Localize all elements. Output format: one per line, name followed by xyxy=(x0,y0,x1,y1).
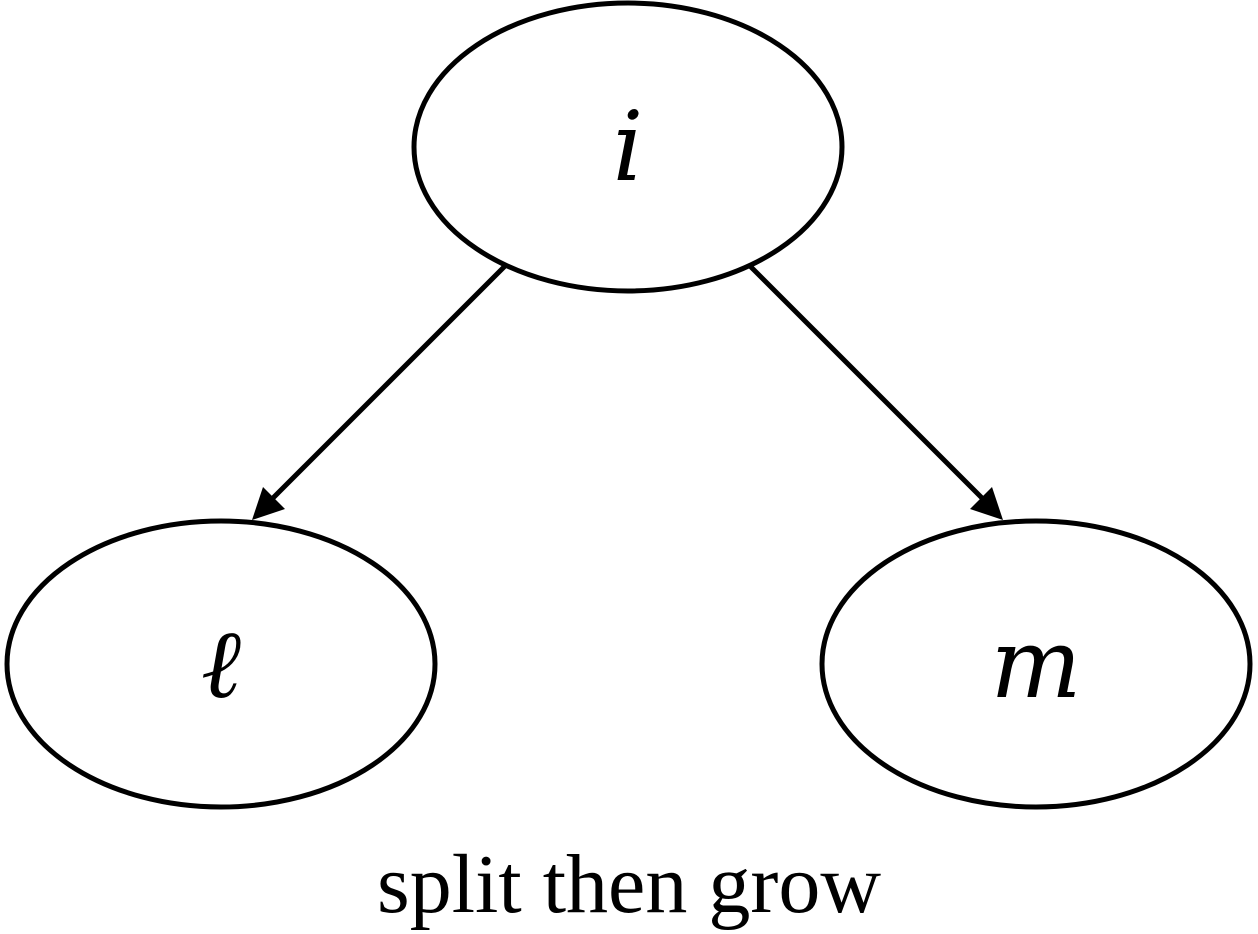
edge-top-to-left-arrowhead xyxy=(252,487,285,520)
node-top: i xyxy=(411,0,845,294)
node-right-ellipse xyxy=(819,518,1253,810)
node-right: m xyxy=(819,518,1253,810)
diagram-caption: split then grow xyxy=(377,838,881,931)
node-top-ellipse xyxy=(411,0,845,294)
edge-top-to-right xyxy=(748,264,1003,520)
node-right-label: m xyxy=(990,608,1081,720)
edge-top-to-left-line xyxy=(270,264,507,501)
node-top-label: i xyxy=(613,91,644,203)
node-left-ellipse xyxy=(4,518,438,810)
edges xyxy=(252,264,1003,520)
edge-top-to-right-line xyxy=(748,264,985,501)
edge-top-to-left xyxy=(252,264,507,520)
edge-top-to-right-arrowhead xyxy=(970,487,1003,520)
node-left: ℓ xyxy=(4,518,438,810)
node-left-label: ℓ xyxy=(201,608,241,720)
